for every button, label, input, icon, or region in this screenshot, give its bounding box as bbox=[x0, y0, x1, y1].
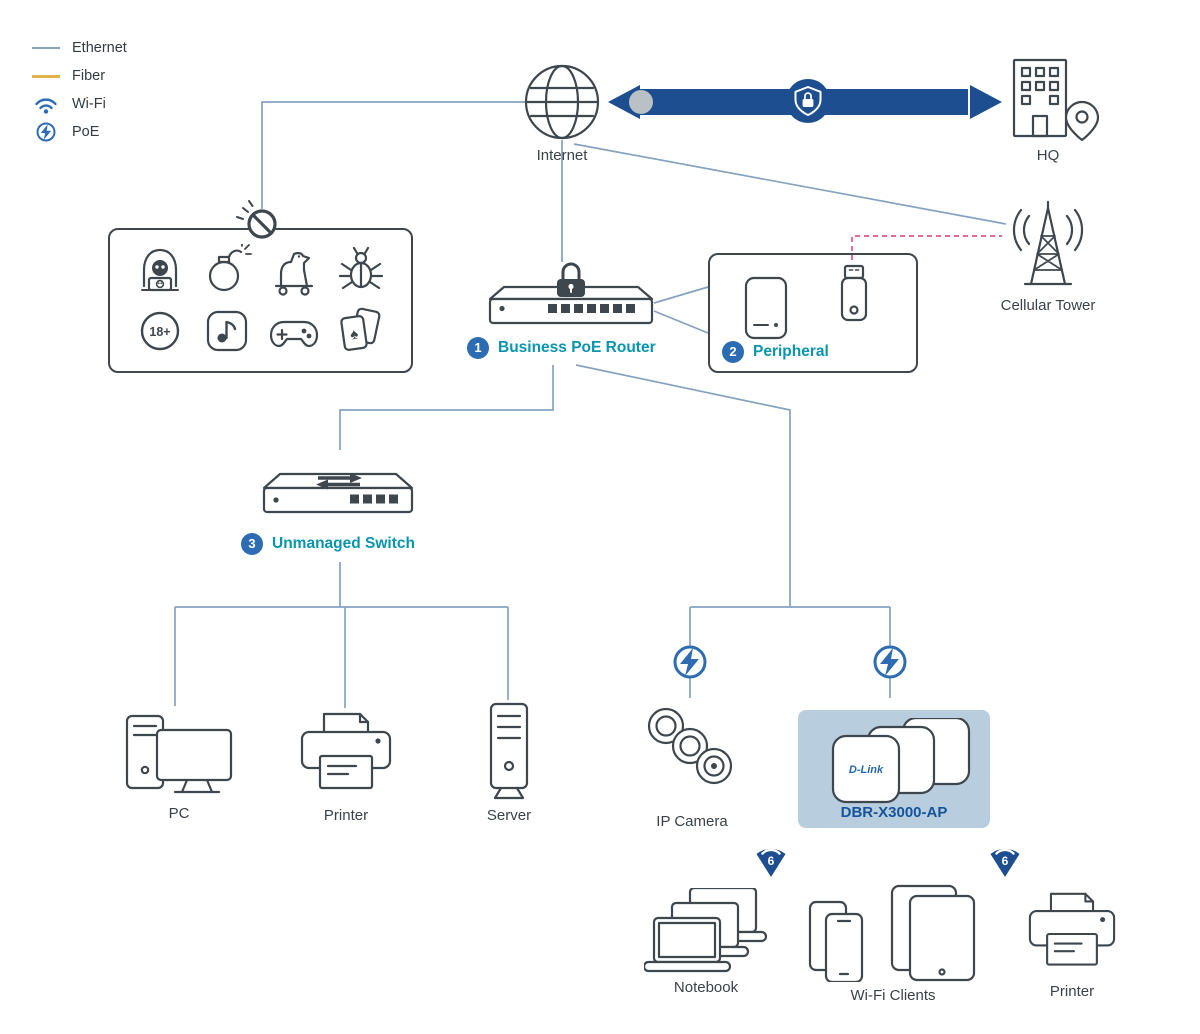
peripheral-label: Peripheral bbox=[753, 343, 829, 360]
playing-cards-icon: ♠ bbox=[340, 307, 381, 351]
music-app-icon bbox=[206, 310, 247, 351]
legend-row-fiber: Fiber bbox=[30, 62, 127, 90]
bug-icon bbox=[339, 247, 384, 290]
poe-router-icon bbox=[488, 262, 654, 325]
ethernet-line-icon bbox=[30, 47, 62, 49]
ip-camera-label: IP Camera bbox=[656, 813, 728, 830]
printer2-icon bbox=[1028, 892, 1116, 966]
poe-badge-left-icon bbox=[673, 645, 707, 679]
wifi6-badge-left-icon: 6 bbox=[756, 848, 786, 877]
printer2-label: Printer bbox=[1049, 983, 1095, 1000]
hacker-icon bbox=[140, 249, 179, 292]
ip-camera-node: IP Camera bbox=[636, 700, 748, 830]
legend-row-wifi: Wi-Fi bbox=[30, 90, 127, 118]
cellular-tower-node: Cellular Tower bbox=[992, 200, 1104, 314]
adult-badge-text: 18+ bbox=[149, 325, 170, 339]
shield-lock-body bbox=[802, 99, 814, 107]
line-internet-blocked-content bbox=[261, 101, 526, 209]
wifi-clients-node: Wi-Fi Clients bbox=[804, 884, 982, 1004]
wifi-icon bbox=[30, 95, 62, 114]
tunnel-arrow-right bbox=[970, 85, 1002, 119]
legend-row-ethernet: Ethernet bbox=[30, 34, 127, 62]
tunnel-arrow-left bbox=[608, 85, 640, 119]
gamepad-icon bbox=[270, 320, 319, 347]
legend-wifi-label: Wi-Fi bbox=[72, 96, 106, 112]
switch-number-badge: 3 bbox=[241, 533, 263, 555]
notebook-stack-icon bbox=[644, 888, 768, 973]
hq-node: HQ bbox=[993, 52, 1103, 164]
line-router-peripheral-a bbox=[653, 286, 709, 304]
wifi6-badge-right-icon: 6 bbox=[990, 848, 1020, 877]
bomb-icon bbox=[208, 244, 252, 292]
router-caption: 1 Business PoE Router bbox=[467, 337, 656, 359]
ip-camera-icon bbox=[647, 707, 733, 785]
globe-icon bbox=[524, 64, 600, 140]
shield-lock-icon bbox=[794, 86, 822, 116]
tunnel-packet-dot bbox=[629, 90, 653, 114]
poe-badge-right-icon bbox=[873, 645, 907, 679]
server-label: Server bbox=[486, 807, 532, 824]
tablet-front-icon bbox=[908, 894, 976, 982]
line-poe-split bbox=[689, 606, 891, 698]
hq-building-icon bbox=[1012, 58, 1100, 142]
ap-highlight-box: D-Link DBR-X3000-AP bbox=[798, 710, 990, 828]
peripheral-caption: 2 Peripheral bbox=[722, 341, 829, 363]
blocked-content-grid: 18+ ♠ bbox=[110, 230, 411, 371]
unmanaged-switch-icon bbox=[262, 472, 414, 514]
legend-fiber-label: Fiber bbox=[72, 68, 106, 84]
adult-content-icon: 18+ bbox=[140, 311, 179, 350]
printer-icon bbox=[300, 712, 392, 790]
wifi6-left-number: 6 bbox=[768, 854, 775, 868]
peripheral-box: 2 Peripheral bbox=[708, 253, 918, 373]
switch-label: Unmanaged Switch bbox=[272, 535, 415, 552]
fiber-line-icon bbox=[30, 74, 62, 78]
wifi6-right-number: 6 bbox=[1002, 854, 1009, 868]
router-label: Business PoE Router bbox=[498, 339, 656, 356]
pc-label: PC bbox=[168, 805, 190, 822]
server-node: Server bbox=[464, 702, 554, 824]
access-point-stack-icon: D-Link bbox=[831, 718, 971, 804]
cellular-tower-icon bbox=[1012, 200, 1084, 286]
server-icon bbox=[489, 702, 529, 800]
internet-label: Internet bbox=[536, 147, 588, 164]
line-router-poe-trunk bbox=[575, 364, 791, 607]
trojan-horse-icon bbox=[275, 252, 314, 296]
cellular-tower-label: Cellular Tower bbox=[1000, 297, 1096, 314]
legend-row-poe: PoE bbox=[30, 118, 127, 146]
pc-icon bbox=[125, 714, 233, 794]
usb-modem-icon bbox=[840, 264, 868, 322]
line-internet-cellular bbox=[573, 143, 1007, 225]
line-router-switch bbox=[339, 365, 554, 450]
router-number-badge: 1 bbox=[467, 337, 489, 359]
line-switch-devices bbox=[174, 562, 509, 708]
hard-drive-icon bbox=[744, 276, 788, 340]
location-pin-icon bbox=[1064, 100, 1100, 142]
legend-ethernet-label: Ethernet bbox=[72, 40, 127, 56]
blocked-prohibition-icon bbox=[236, 200, 277, 239]
legend: Ethernet Fiber Wi-Fi PoE bbox=[30, 34, 127, 146]
shield-lock-shackle bbox=[804, 92, 812, 99]
switch-caption: 3 Unmanaged Switch bbox=[241, 533, 415, 555]
line-router-peripheral-b bbox=[653, 310, 709, 334]
vpn-tunnel bbox=[608, 79, 1002, 123]
ap-label: DBR-X3000-AP bbox=[840, 804, 948, 821]
wifi-clients-icon bbox=[808, 884, 976, 982]
printer2-node: Printer bbox=[1024, 890, 1120, 1000]
printer-label: Printer bbox=[323, 807, 369, 824]
notebook-node: Notebook bbox=[644, 888, 768, 996]
pc-node: PC bbox=[124, 708, 234, 822]
internet-node: Internet bbox=[512, 62, 612, 164]
phone-front-icon bbox=[824, 912, 864, 982]
wifi-clients-label: Wi-Fi Clients bbox=[850, 987, 936, 1004]
switch-arrows-icon bbox=[318, 473, 362, 483]
poe-icon bbox=[30, 121, 62, 143]
hq-label: HQ bbox=[1036, 147, 1060, 164]
peripheral-number-badge: 2 bbox=[722, 341, 744, 363]
spade-glyph: ♠ bbox=[349, 325, 359, 343]
notebook-label: Notebook bbox=[673, 979, 739, 996]
printer-node: Printer bbox=[296, 710, 396, 824]
ap-brand-logo: D-Link bbox=[849, 764, 884, 776]
legend-poe-label: PoE bbox=[72, 124, 100, 140]
